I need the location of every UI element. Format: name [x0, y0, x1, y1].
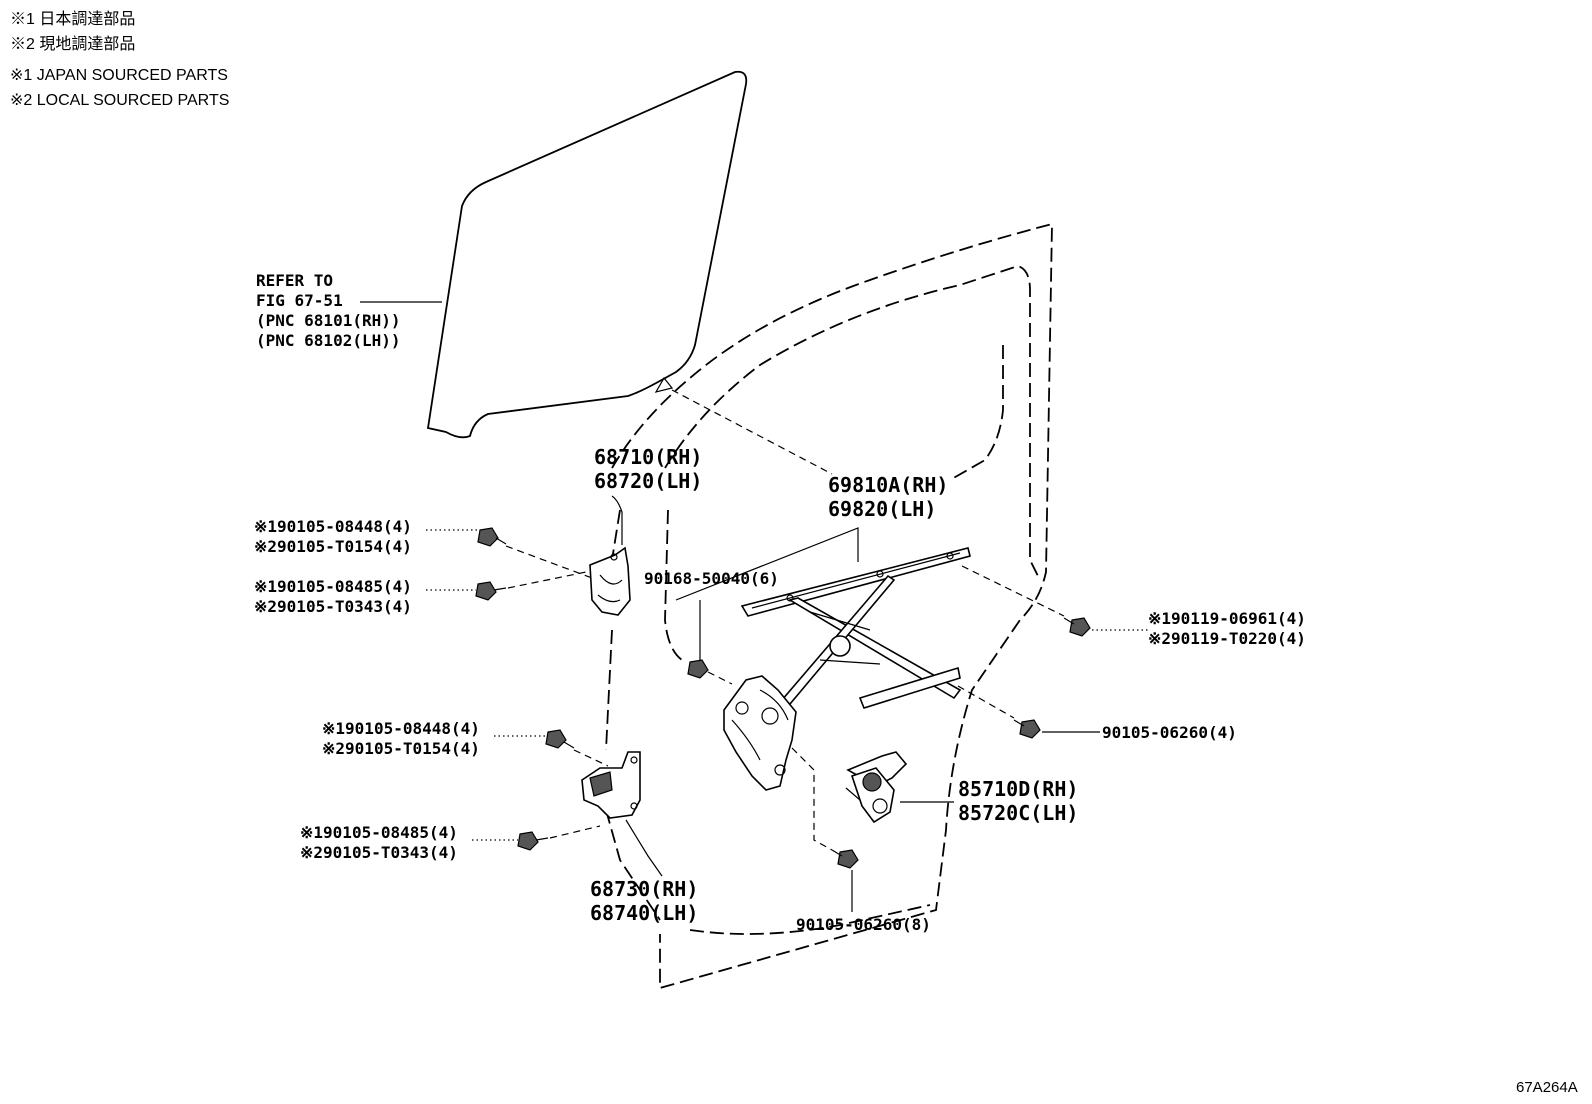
bolt-right-jp: ※190119-06961(4) [1148, 609, 1306, 628]
bolt-motor-label: 90105-06260(8) [796, 915, 931, 934]
note-jp-2: ※2 現地調達部品 [10, 35, 135, 53]
bolt-icon-lower-1 [545, 729, 575, 749]
bolt-icon-regulator [1013, 719, 1041, 739]
nut-dash-leader [707, 671, 733, 685]
note-jp-1: ※1 日本調達部品 [10, 10, 135, 28]
bolt-upper-1-leader [505, 545, 593, 579]
regulator-rh: 69810A(RH) [828, 473, 948, 497]
bolt-icon-upper-2 [475, 581, 507, 601]
bolt-upper-2-jp: ※190105-08485(4) [254, 577, 412, 596]
motor-lh: 85720C(LH) [958, 801, 1078, 825]
figure-id: 67A264A [1516, 1079, 1578, 1096]
bolt-upper-1-jp: ※190105-08448(4) [254, 517, 412, 536]
regulator-base-plate [723, 675, 797, 791]
bolt-lower-1-jp: ※190105-08448(4) [322, 719, 480, 738]
bolt-upper-2-leader [507, 571, 587, 589]
bolt-lower-1-leader [573, 749, 609, 767]
refer-line-4: (PNC 68102(LH)) [256, 331, 401, 350]
bolt-upper-1-local: ※290105-T0154(4) [254, 537, 412, 556]
hinge-lower-rh: 68730(RH) [590, 877, 698, 901]
bolt-icon-right [1063, 617, 1091, 637]
lower-hinge-leader [625, 819, 663, 877]
motor-bolt-dash [791, 747, 833, 851]
upper-hinge-leader [611, 495, 623, 545]
door-glass [426, 70, 748, 439]
hinge-upper-rh: 68710(RH) [594, 445, 702, 469]
nut-label: 90168-50040(6) [644, 569, 779, 588]
bolt-icon-lower-2 [517, 831, 549, 851]
regulator-lh: 69820(LH) [828, 497, 936, 521]
regulator-leader [675, 527, 859, 601]
refer-line-3: (PNC 68101(RH)) [256, 311, 401, 330]
bolt-regulator-label: 90105-06260(4) [1102, 723, 1237, 742]
door-hinge-edge [605, 509, 661, 921]
door-inner-lower [664, 509, 683, 661]
lower-hinge [581, 751, 641, 819]
bolt-regulator-leader [957, 685, 1015, 719]
bolt-upper-2-local: ※290105-T0343(4) [254, 597, 412, 616]
bolt-lower-1-local: ※290105-T0154(4) [322, 739, 480, 758]
bolt-icon-upper-1 [477, 527, 507, 547]
bolt-lower-2-local: ※290105-T0343(4) [300, 843, 458, 862]
hinge-lower-lh: 68740(LH) [590, 901, 698, 925]
door-bottom-inner [689, 904, 931, 935]
door-frame-inner [664, 265, 1041, 581]
window-regulator [740, 547, 971, 709]
door-frame-outer [611, 222, 1053, 990]
bolt-lower-2-leader [549, 825, 601, 839]
glass-regulator-leader [671, 389, 833, 475]
window-motor [845, 751, 908, 824]
nut-icon [687, 659, 709, 679]
bolt-icon-motor [831, 849, 859, 869]
hinge-upper-lh: 68720(LH) [594, 469, 702, 493]
note-en-1: ※1 JAPAN SOURCED PARTS [10, 67, 228, 84]
refer-line-2: FIG 67-51 [256, 291, 343, 310]
bolt-right-local: ※290119-T0220(4) [1148, 629, 1306, 648]
refer-line-1: REFER TO [256, 271, 333, 290]
upper-hinge [589, 546, 631, 616]
glass-tab [654, 376, 674, 393]
motor-rh: 85710D(RH) [958, 777, 1078, 801]
note-en-2: ※2 LOCAL SOURCED PARTS [10, 92, 229, 109]
window-rear-edge [949, 345, 1004, 481]
bolt-right-leader [961, 565, 1065, 617]
bolt-lower-2-jp: ※190105-08485(4) [300, 823, 458, 842]
